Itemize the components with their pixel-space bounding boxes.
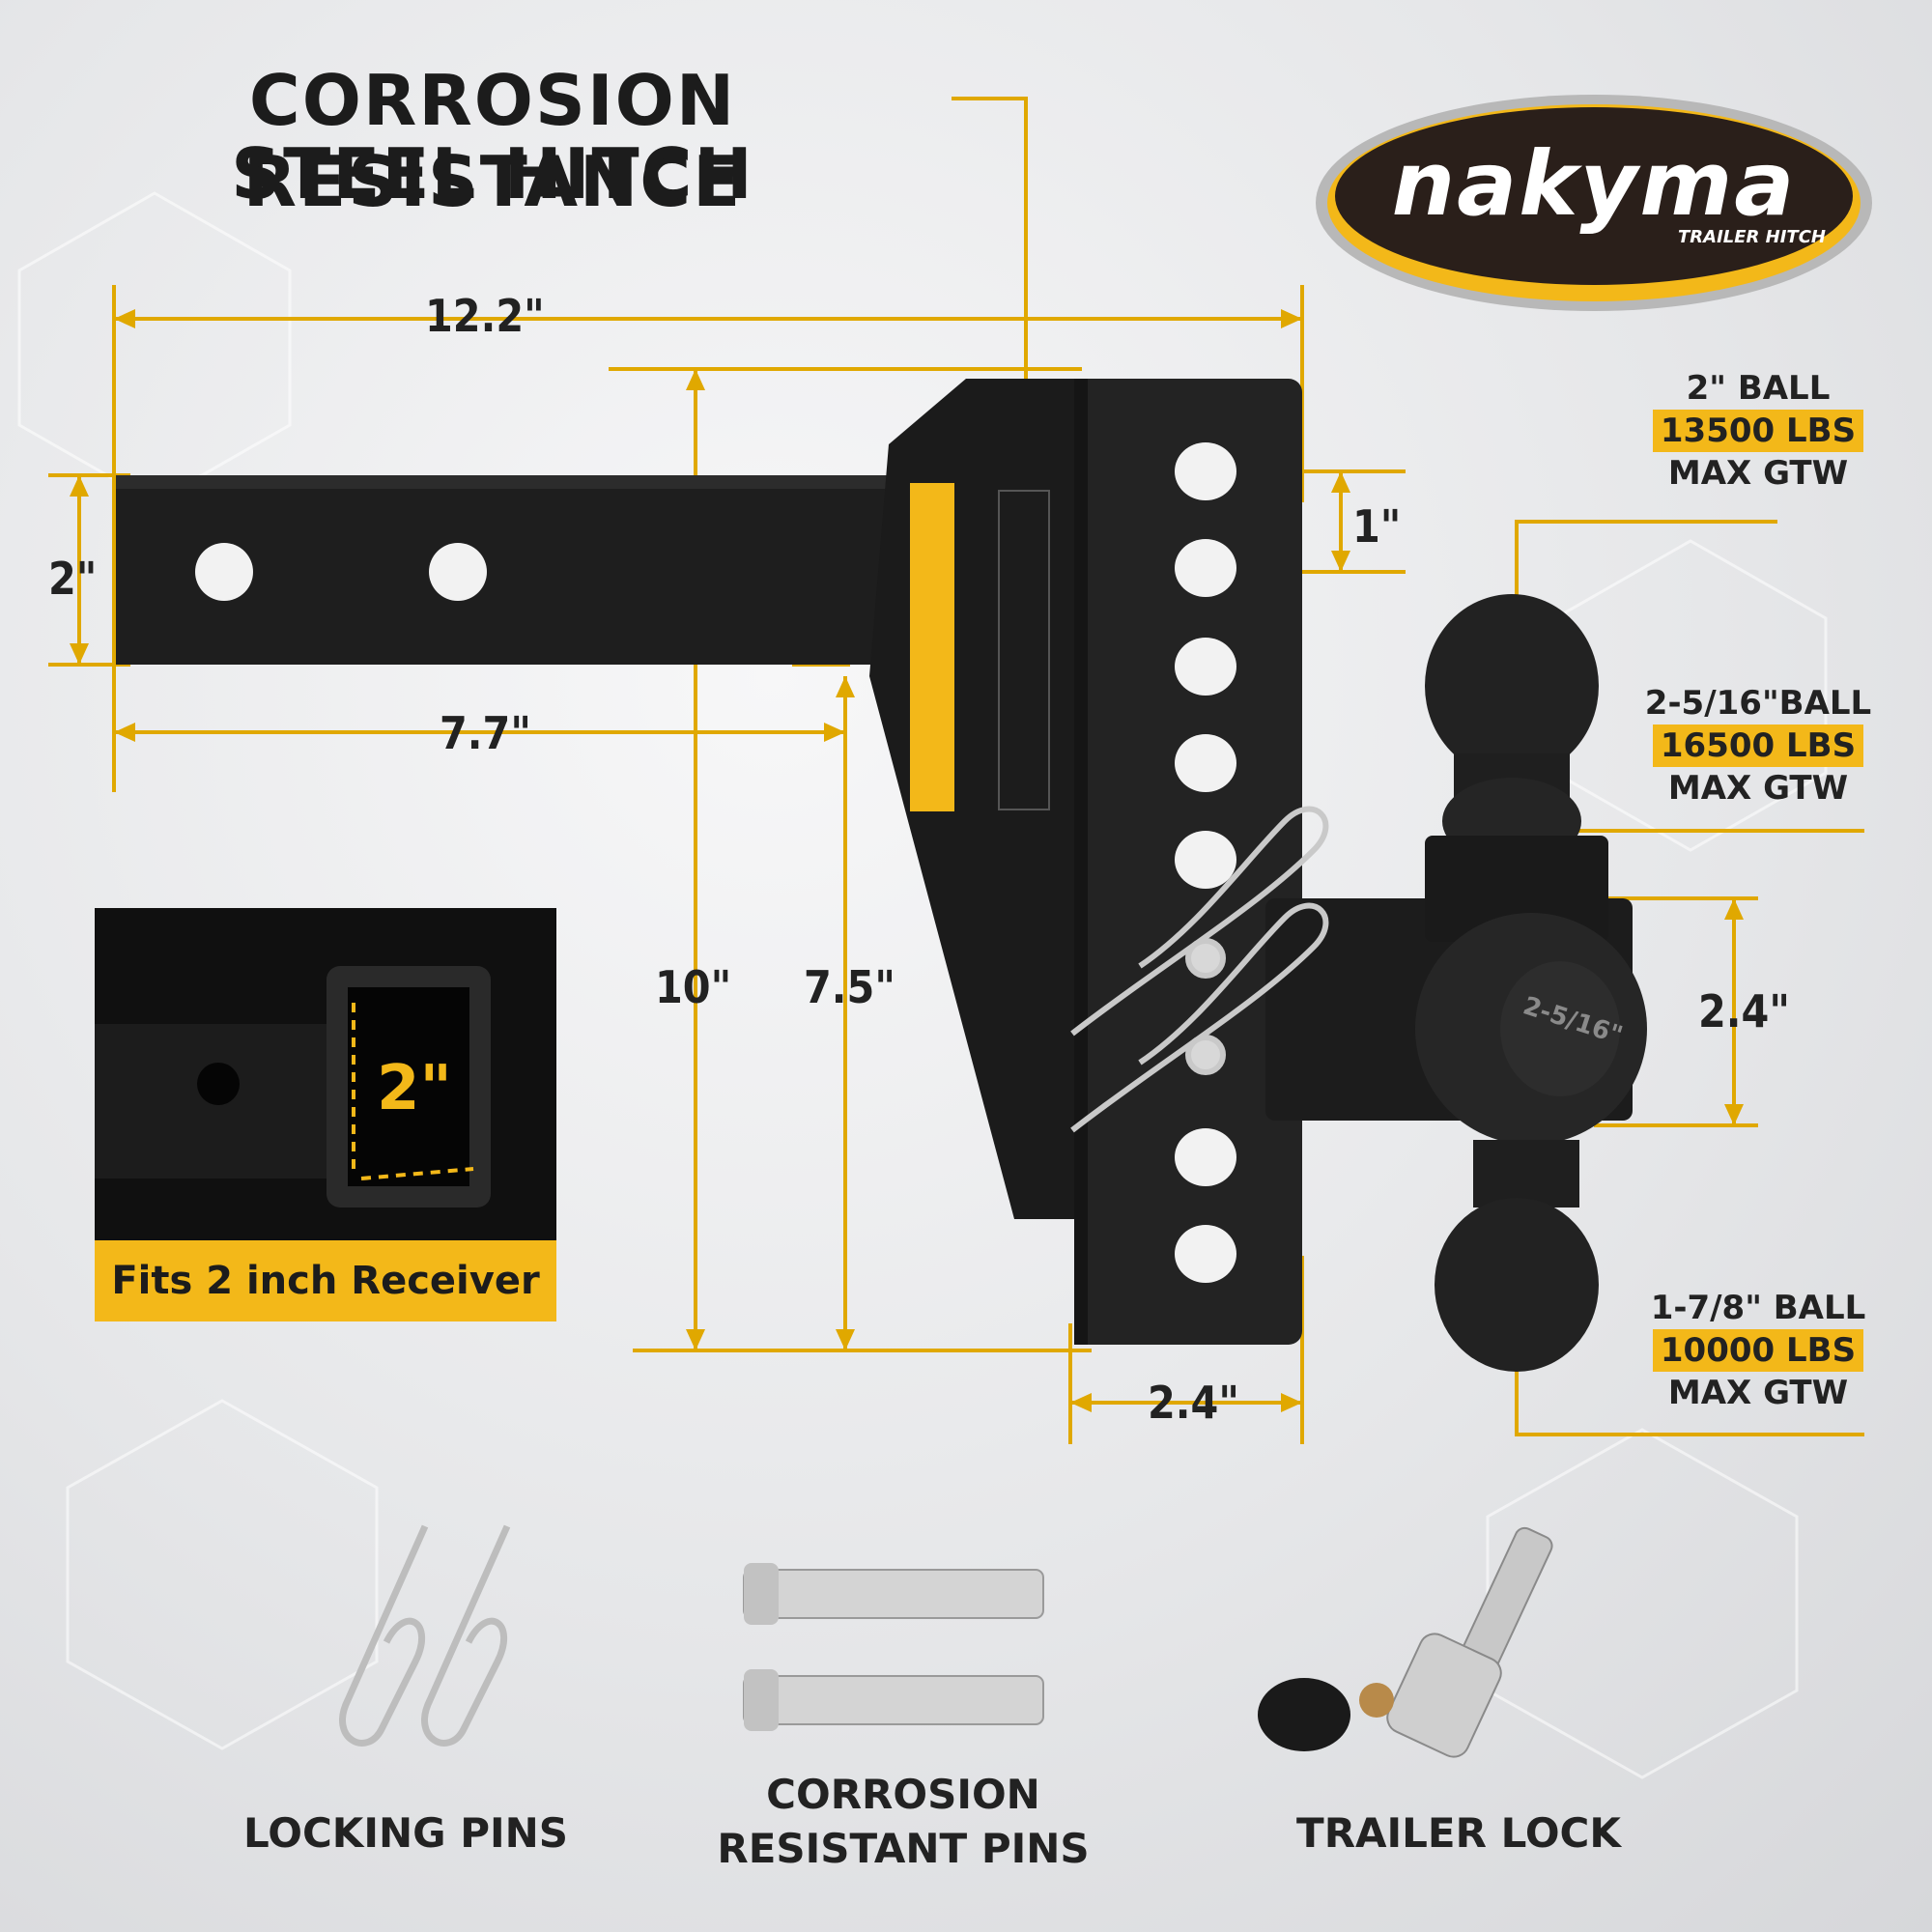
resistant-pins-label-2: RESISTANT PINS [717, 1825, 1090, 1872]
spec-rating: 10000 LBS [1652, 1329, 1864, 1372]
inset-caption: Fits 2 inch Receiver [95, 1240, 556, 1321]
shank-hole-1 [195, 543, 253, 601]
dim-drop-height: 7.5" [804, 961, 895, 1013]
spec-1-7-8-ball: 1-7/8" BALL 10000 LBS MAX GTW [1604, 1287, 1913, 1414]
resistant-pins-label-1: CORROSION [766, 1771, 1040, 1818]
spec-2-5-16-ball: 2-5/16"BALL 16500 LBS MAX GTW [1604, 682, 1913, 810]
dim-total-length: 12.2" [425, 290, 545, 342]
spec-rating: 16500 LBS [1652, 724, 1864, 767]
title-line-1: CORROSION RESISTANCE [242, 60, 743, 222]
inset-dimension: 2" [377, 1053, 452, 1124]
spec-size: 1-7/8" BALL [1650, 1289, 1866, 1327]
title-line-2: STEEL HITCH [231, 133, 754, 214]
resistant-pins-icon [743, 1563, 1044, 1731]
locking-pins-label: LOCKING PINS [242, 1809, 569, 1857]
dim-total-height: 10" [655, 961, 732, 1013]
shank-hole-2 [429, 543, 487, 601]
spec-unit: MAX GTW [1667, 454, 1849, 493]
trailer-lock-label: TRAILER LOCK [1296, 1809, 1621, 1857]
locking-pins-icon [339, 1524, 511, 1747]
brand-name: nakyma [1391, 132, 1797, 236]
spec-size: 2" BALL [1686, 369, 1831, 408]
dim-shank-length: 7.7" [440, 707, 531, 759]
spec-size: 2-5/16"BALL [1644, 684, 1872, 723]
spec-unit: MAX GTW [1667, 1374, 1849, 1412]
receiver-inset: 2" [95, 908, 556, 1240]
dim-plate-width: 2.4" [1148, 1377, 1239, 1429]
trailer-lock-icon [1258, 1526, 1553, 1758]
dim-shank-height: 2" [48, 553, 98, 605]
brand-logo: nakyma TRAILER HITCH [1314, 92, 1874, 314]
spec-unit: MAX GTW [1667, 769, 1849, 808]
dim-ball-spacing: 2.4" [1698, 985, 1790, 1037]
brand-tagline: TRAILER HITCH [1678, 227, 1826, 247]
spec-2-inch-ball: 2" BALL 13500 LBS MAX GTW [1604, 367, 1913, 495]
dim-hole-spacing: 1" [1352, 500, 1402, 553]
spec-rating: 13500 LBS [1652, 410, 1864, 452]
